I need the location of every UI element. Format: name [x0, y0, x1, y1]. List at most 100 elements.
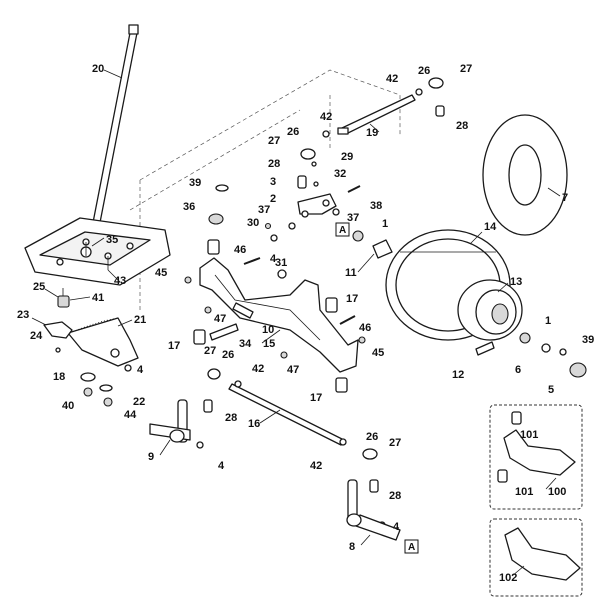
console-plate: [24, 217, 171, 286]
inset-box-102: [489, 518, 583, 597]
clip-39b: [559, 348, 567, 356]
callout-45b: 45: [372, 347, 384, 359]
callout-22: 22: [133, 396, 145, 408]
reference-flag-a2: A: [404, 539, 419, 554]
nut-4b: [196, 441, 204, 449]
washer-37b: [332, 208, 340, 216]
callout-17a: 17: [346, 293, 358, 305]
callout-27c: 27: [204, 345, 216, 357]
callout-20: 20: [92, 63, 104, 75]
callout-39b: 39: [582, 334, 594, 346]
callout-17b: 17: [168, 340, 180, 352]
ball-joint-27d: [362, 448, 378, 460]
ball-joint-27b: [300, 148, 316, 160]
callout-4b: 4: [137, 364, 144, 376]
nut-47b: [280, 351, 288, 359]
callout-17c: 17: [310, 392, 322, 404]
callout-34: 34: [239, 338, 252, 350]
bushing-17c: [325, 297, 338, 313]
callout-28b: 28: [268, 158, 280, 170]
callout-labels: 20 42 26 27 19 28 27 26 42 29 28 32 39 3…: [17, 63, 594, 584]
callout-35: 35: [106, 234, 118, 246]
pin-32: [313, 181, 319, 187]
callout-46b: 46: [359, 322, 371, 334]
nut-47a: [204, 306, 212, 314]
pinion-gear: [57, 288, 70, 308]
ball-joint-27c: [207, 368, 221, 380]
washer-42d: [339, 438, 347, 446]
tie-rod: [228, 383, 345, 446]
ball-joint-28b: [297, 175, 307, 189]
callout-28d: 28: [389, 490, 401, 502]
ball-joint-28d: [369, 479, 379, 493]
nut-45a: [184, 276, 192, 284]
steering-arm: [297, 193, 337, 218]
callout-28c: 28: [225, 412, 237, 424]
pin-12: [475, 341, 495, 356]
callout-39a: 39: [189, 177, 201, 189]
bolt-43: [104, 252, 112, 270]
bushing-17b: [193, 329, 206, 345]
bolt-46a: [243, 257, 261, 265]
callout-32: 32: [334, 168, 346, 180]
callout-43: 43: [114, 275, 126, 287]
callout-101b: 101: [515, 486, 533, 498]
callout-1b: 1: [545, 315, 551, 327]
callout-38: 38: [370, 200, 382, 212]
reference-flag-a1: A: [335, 222, 350, 237]
callout-6: 6: [515, 364, 521, 376]
washer-18: [80, 372, 96, 382]
drag-link: [337, 94, 416, 135]
callout-9: 9: [148, 451, 154, 463]
inner-tube: [482, 114, 568, 236]
flag-a1-label: A: [339, 225, 346, 236]
callout-41: 41: [92, 292, 104, 304]
nut-45b: [358, 336, 366, 344]
ball-joint-27a: [428, 77, 444, 89]
nut-40: [83, 387, 93, 397]
washer-1b: [519, 332, 531, 344]
bolt-38: [347, 185, 361, 193]
screw-30: [264, 222, 272, 230]
callout-16: 16: [248, 418, 260, 430]
washer-6: [541, 343, 551, 353]
callout-5: 5: [548, 384, 554, 396]
callout-27d: 27: [389, 437, 401, 449]
callout-44: 44: [124, 409, 137, 421]
callout-24: 24: [30, 330, 43, 342]
callout-26a: 26: [418, 65, 430, 77]
leader-lines: [31, 69, 561, 577]
callout-14: 14: [484, 221, 497, 233]
washer-31: [277, 269, 287, 279]
callout-42d: 42: [310, 460, 322, 472]
nut-4a: [124, 364, 132, 372]
callout-15: 15: [263, 338, 275, 350]
frame-outline-dashed: [129, 69, 401, 310]
callout-25: 25: [33, 281, 45, 293]
callout-42a: 42: [386, 73, 398, 85]
pin-34: [209, 323, 239, 341]
washer-39a: [215, 184, 229, 192]
callout-27a: 27: [460, 63, 472, 75]
callout-19: 19: [366, 127, 378, 139]
callout-21: 21: [134, 314, 146, 326]
left-spindle: [149, 399, 191, 443]
callout-4c: 4: [218, 460, 225, 472]
spacer-11: [372, 239, 393, 259]
bolt-46b: [339, 315, 356, 325]
callout-100: 100: [548, 486, 566, 498]
callout-8: 8: [349, 541, 355, 553]
hub-cap-5: [569, 362, 587, 378]
bushing-17a: [207, 239, 220, 255]
bolt-35: [82, 238, 90, 256]
callout-3: 3: [270, 176, 276, 188]
pin-29: [311, 161, 317, 167]
callout-13: 13: [510, 276, 522, 288]
callout-4d: 4: [393, 521, 400, 533]
callout-37a: 37: [258, 204, 270, 216]
callout-2: 2: [270, 193, 276, 205]
wheel-rim: [457, 279, 523, 341]
callout-23: 23: [17, 309, 29, 321]
